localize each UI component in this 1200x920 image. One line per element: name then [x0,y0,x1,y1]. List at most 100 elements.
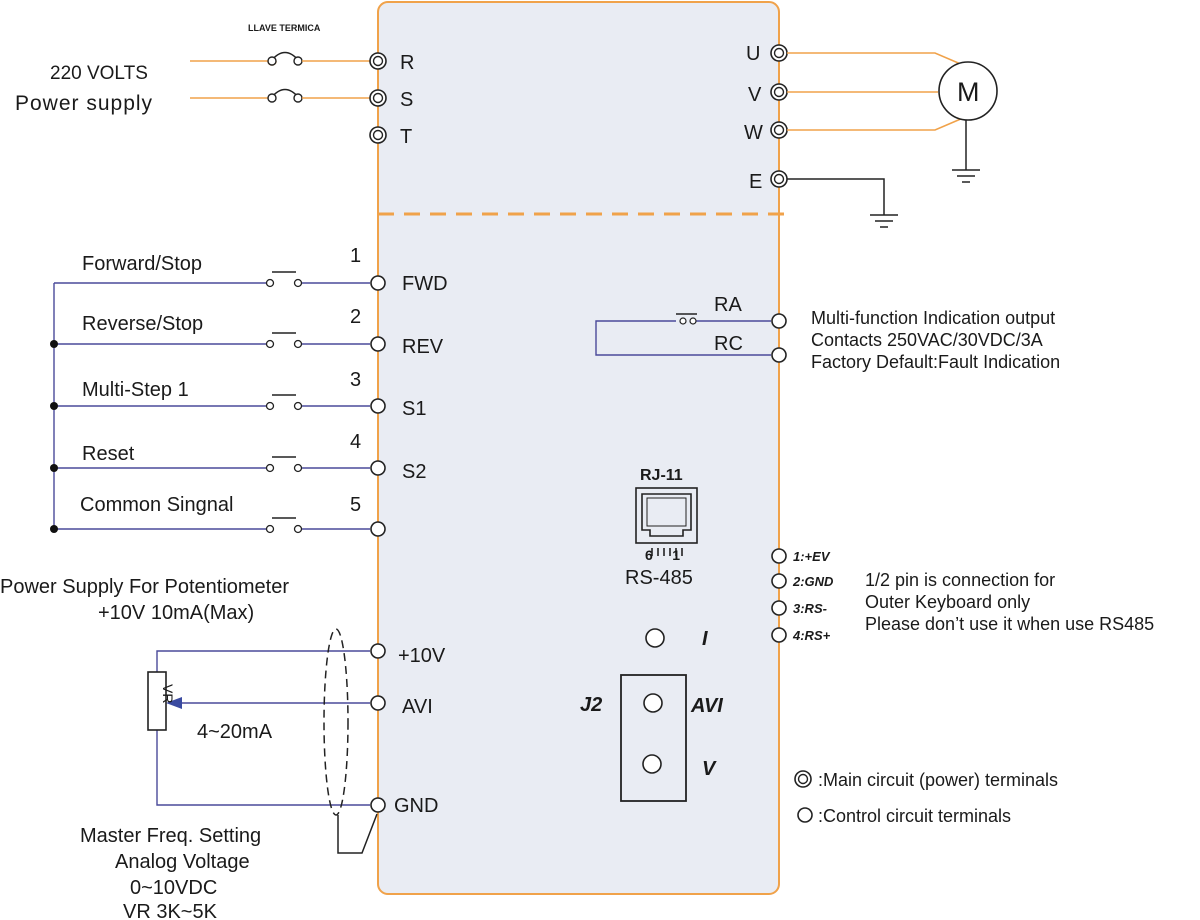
terminal-v[interactable] [770,83,788,101]
rj11-pin-numbers: 6 1 [645,547,680,563]
voltage-label: 220 VOLTS [50,63,148,84]
terminal-r[interactable] [369,52,387,70]
pot-bottom-wire [156,730,370,806]
breaker-label: LLAVE TERMICA [248,23,321,33]
pinout-label: 4:RS+ [792,628,831,643]
jumper-pin-i[interactable] [645,628,665,648]
terminal-ra[interactable] [771,313,787,329]
push-switch [265,456,370,473]
supply-wire-r [190,51,370,66]
input-func-label: Reverse/Stop [82,313,203,335]
legend-control-label: :Control circuit terminals [818,806,1011,826]
vr-label: VR [160,684,176,703]
relay-desc-line: Factory Default:Fault Indication [811,352,1060,372]
relay-contact [595,313,771,356]
terminal-v-label: V [748,84,762,106]
input-terminal-label: S2 [402,461,426,483]
terminal-w-label: W [744,122,763,144]
input-terminal-1[interactable] [370,275,386,291]
terminal-rc[interactable] [771,347,787,363]
earth-ground-icon [787,178,898,228]
terminal-pin-4[interactable] [771,627,787,643]
legend-main-terminal-icon [794,770,812,788]
drive-body [377,1,780,895]
legend-control-terminal-icon [797,807,813,823]
push-switch [265,517,370,534]
pot-supply-line: +10V 10mA(Max) [98,602,254,624]
rs485-note-line: Please don’t use it when use RS485 [865,614,1154,634]
relay-rc-label: RC [714,333,743,355]
rs485-note-line: 1/2 pin is connection for [865,570,1055,590]
input-func-label: Multi-Step 1 [82,379,189,401]
push-switch [265,332,370,349]
terminal-pin-1[interactable] [771,548,787,564]
input-terminal-2[interactable] [370,336,386,352]
terminal-w[interactable] [770,121,788,139]
supply-wire-s [190,88,370,103]
terminal-u[interactable] [770,44,788,62]
rs485-label: RS-485 [625,567,693,589]
terminal-e-label: E [749,171,762,193]
input-func-label: Reset [82,443,135,465]
input-terminal-label: S1 [402,398,426,420]
setting-line: Master Freq. Setting [80,825,261,847]
terminal-s-label: S [400,89,413,111]
shield-icon [323,628,378,854]
terminal-10v-label: +10V [398,645,446,667]
terminal-s[interactable] [369,89,387,107]
jumper-pos-label: AVI [690,695,723,717]
terminal-u-label: U [746,43,760,65]
push-switch [265,394,370,411]
pinout-label: 3:RS- [793,601,827,616]
terminal-e[interactable] [770,170,788,188]
current-label: 4~20mA [197,721,273,743]
input-number: 1 [350,245,361,267]
setting-line: 0~10VDC [130,877,217,899]
bus-junction [50,402,58,410]
terminal-r-label: R [400,52,414,74]
rj11-port-icon [635,487,698,556]
input-number: 5 [350,494,361,516]
wiper-arrow-icon [166,697,182,709]
relay-desc-line: Multi-function Indication output [811,308,1055,328]
terminal-avi-label: AVI [402,696,433,718]
terminal-avi[interactable] [370,695,386,711]
input-terminal-4[interactable] [370,460,386,476]
input-terminal-3[interactable] [370,398,386,414]
setting-line: Analog Voltage [115,851,250,873]
pot-top-wire [156,650,370,672]
motor-wire-w [787,114,971,131]
terminal-pin-2[interactable] [771,573,787,589]
pinout-label: 2:GND [792,574,834,589]
terminal-10v[interactable] [370,643,386,659]
input-func-label: Common Singnal [80,494,233,516]
bus-junction [50,525,58,533]
bus-junction [50,340,58,348]
bus-junction [50,464,58,472]
relay-desc-line: Contacts 250VAC/30VDC/3A [811,330,1043,350]
input-terminal-label: REV [402,336,444,358]
jumper-pin-v[interactable] [642,754,662,774]
jumper-name: J2 [580,694,602,716]
potentiometer: VR [147,671,176,731]
input-number: 2 [350,306,361,328]
input-func-label: Forward/Stop [82,253,202,275]
terminal-gnd[interactable] [370,797,386,813]
jumper-pos-label: I [702,628,708,650]
rs485-note-line: Outer Keyboard only [865,592,1030,612]
legend-main-label: :Main circuit (power) terminals [818,770,1058,790]
terminal-gnd-label: GND [394,795,438,817]
terminal-t[interactable] [369,126,387,144]
setting-line: VR 3K~5K [123,901,218,920]
motor-symbol: M [938,61,998,121]
terminal-t-label: T [400,126,412,148]
jumper-pos-label: V [702,758,717,780]
input-terminal-5[interactable] [370,521,386,537]
jumper-block [620,674,687,802]
input-number: 3 [350,369,361,391]
pinout-label: 1:+EV [793,549,831,564]
terminal-pin-3[interactable] [771,600,787,616]
motor-label: M [957,77,980,107]
jumper-pin-avi[interactable] [643,693,663,713]
